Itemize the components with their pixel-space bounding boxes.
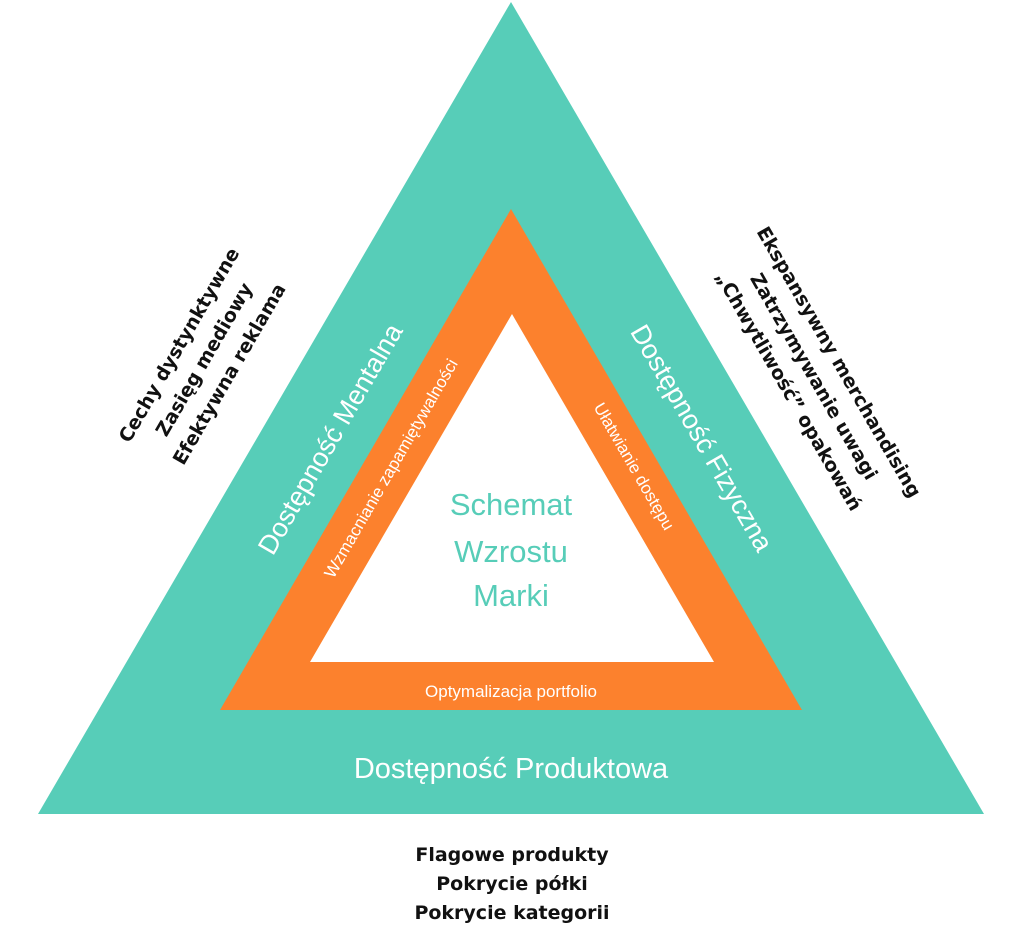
inner-triangle: [310, 314, 714, 662]
bottom-list-item: Pokrycie kategorii: [414, 902, 609, 924]
middle-bottom-label: Optymalizacja portfolio: [425, 682, 597, 701]
center-title-line3: Marki: [473, 578, 549, 613]
bottom-list-item: Pokrycie półki: [436, 873, 588, 895]
center-title-line2: Wzrostu: [454, 534, 568, 569]
bottom-list-item: Flagowe produkty: [415, 844, 609, 866]
outer-bottom-label: Dostępność Produktowa: [354, 753, 669, 785]
center-title-line1: Schemat: [450, 487, 573, 522]
